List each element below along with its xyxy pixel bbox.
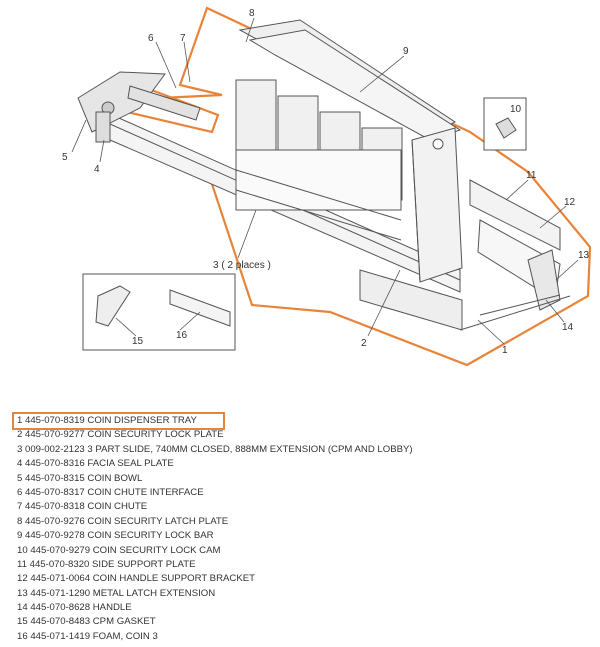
lock-cam-hole (432, 138, 444, 150)
parts-list-item-11: 11 445-070-8320 SIDE SUPPORT PLATE (17, 558, 196, 570)
callout-15: 15 (132, 336, 144, 347)
callout-3: 3 ( 2 places ) (213, 260, 271, 271)
parts-list-item-14: 14 445-070-8628 HANDLE (17, 602, 132, 614)
parts-list-item-5: 5 445-070-8315 COIN BOWL (17, 472, 143, 484)
cpm-gasket (95, 285, 131, 327)
callout-5: 5 (62, 152, 68, 163)
parts-list-item-6: 6 445-070-8317 COIN CHUTE INTERFACE (17, 486, 204, 498)
slide-rail-lower (359, 269, 463, 331)
callout-16: 16 (176, 330, 188, 341)
exploded-assembly-diagram: 1 2 3 ( 2 places ) 4 5 6 7 8 9 10 11 12 … (62, 6, 592, 367)
lock-cam-part (495, 117, 517, 139)
foam-coin (169, 289, 231, 327)
callout-11: 11 (526, 170, 537, 181)
parts-list-item-4: 4 445-070-8316 FACIA SEAL PLATE (17, 458, 174, 470)
parts-list-item-15: 15 445-070-8483 CPM GASKET (17, 616, 156, 628)
parts-list-item-10: 10 445-070-9279 COIN SECURITY LOCK CAM (17, 544, 221, 556)
callout-10: 10 (510, 104, 522, 115)
tray-base-front (459, 295, 571, 331)
parts-list-item-12: 12 445-071-0064 COIN HANDLE SUPPORT BRAC… (17, 573, 255, 585)
parts-list-item-9: 9 445-070-9278 COIN SECURITY LOCK BAR (17, 530, 214, 542)
callout-4: 4 (94, 164, 100, 175)
hopper-modules (235, 79, 403, 241)
parts-list: 1 445-070-8319 COIN DISPENSER TRAY 2 445… (12, 411, 594, 644)
parts-list-item-2: 2 445-070-9277 COIN SECURITY LOCK PLATE (17, 429, 224, 441)
parts-list-item-16: 16 445-071-1419 FOAM, COIN 3 (17, 630, 158, 642)
tray-base-side (479, 294, 561, 316)
highlight-tray-outline (96, 6, 592, 367)
callout-12: 12 (564, 197, 576, 208)
coin-chute (127, 85, 201, 121)
callout-1: 1 (502, 345, 508, 356)
parts-list-item-8: 8 445-070-9276 COIN SECURITY LATCH PLATE (17, 515, 229, 527)
side-support-plate (469, 179, 561, 251)
callout-9: 9 (403, 46, 409, 57)
security-lock-plate (411, 127, 463, 283)
callout-7: 7 (180, 33, 186, 44)
handle (527, 249, 561, 311)
callout-14: 14 (562, 322, 574, 333)
parts-list-item-7: 7 445-070-8318 COIN CHUTE (17, 501, 148, 513)
facia-seal-plate (95, 111, 111, 143)
leader-lines (71, 17, 579, 345)
parts-list-item-3: 3 009-002-2123 3 PART SLIDE, 740MM CLOSE… (17, 443, 413, 455)
parts-list-item-1: 1 445-070-8319 COIN DISPENSER TRAY (12, 411, 225, 431)
callout-13: 13 (578, 250, 590, 261)
callout-8: 8 (249, 8, 255, 19)
callout-2: 2 (361, 338, 367, 349)
callout-6: 6 (148, 33, 154, 44)
parts-list-item-13: 13 445-071-1290 METAL LATCH EXTENSION (17, 587, 216, 599)
tray-drawing (77, 19, 571, 331)
